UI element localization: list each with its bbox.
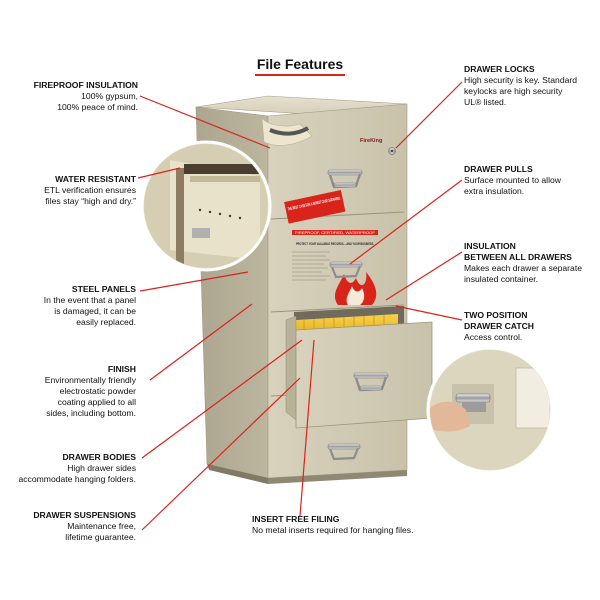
feature-drawer-bodies: DRAWER BODIES High drawer sides accommod… (18, 452, 136, 484)
drawer-pull-3 (353, 372, 389, 392)
diagram-title: File Features (256, 56, 344, 72)
feature-fireproof-insulation: FIREPROOF INSULATION 100% gypsum, 100% p… (33, 80, 138, 112)
flame-icon (334, 272, 377, 305)
drawer-pull-2 (329, 261, 363, 279)
feature-steel-panels: STEEL PANELS In the event that a panel i… (43, 284, 136, 327)
feature-finish: FINISH Environmentally friendly electros… (44, 364, 136, 418)
feature-drawer-suspensions: DRAWER SUSPENSIONS Maintenance free, lif… (33, 510, 136, 542)
feature-two-position-drawer-catch: TWO POSITION DRAWER CATCH Access control… (464, 310, 535, 342)
feature-drawer-pulls: DRAWER PULLS Surface mounted to allow ex… (464, 164, 561, 196)
svg-text:PROTECT YOUR VALUABLE RECORDS.: PROTECT YOUR VALUABLE RECORDS....AND YOU… (296, 242, 374, 246)
feature-insert-free-filing: INSERT FREE FILING No metal inserts requ… (252, 514, 414, 535)
leader-lines (137, 81, 463, 531)
brand-mark: FireKing (360, 138, 382, 144)
title-underline (255, 74, 345, 76)
drawer-pull-4 (327, 443, 361, 461)
promo-badge: THE BEST CASE FOR A WORST CASE SCENARIO. (284, 190, 346, 224)
water-resistant-zoom (140, 140, 272, 272)
label-strip (292, 230, 378, 235)
feature-insulation-between-drawers: INSULATION BETWEEN ALL DRAWERS Makes eac… (464, 241, 582, 284)
drawer-catch-zoom (426, 346, 554, 474)
feature-water-resistant: WATER RESISTANT ETL verification ensures… (44, 174, 136, 206)
drawer-pull-1 (327, 169, 363, 189)
svg-text:FIREPROOF, CERTIFIED, WATERPRO: FIREPROOF, CERTIFIED, WATERPROOF (295, 231, 375, 235)
feature-drawer-locks: DRAWER LOCKS High security is key. Stand… (464, 64, 578, 107)
